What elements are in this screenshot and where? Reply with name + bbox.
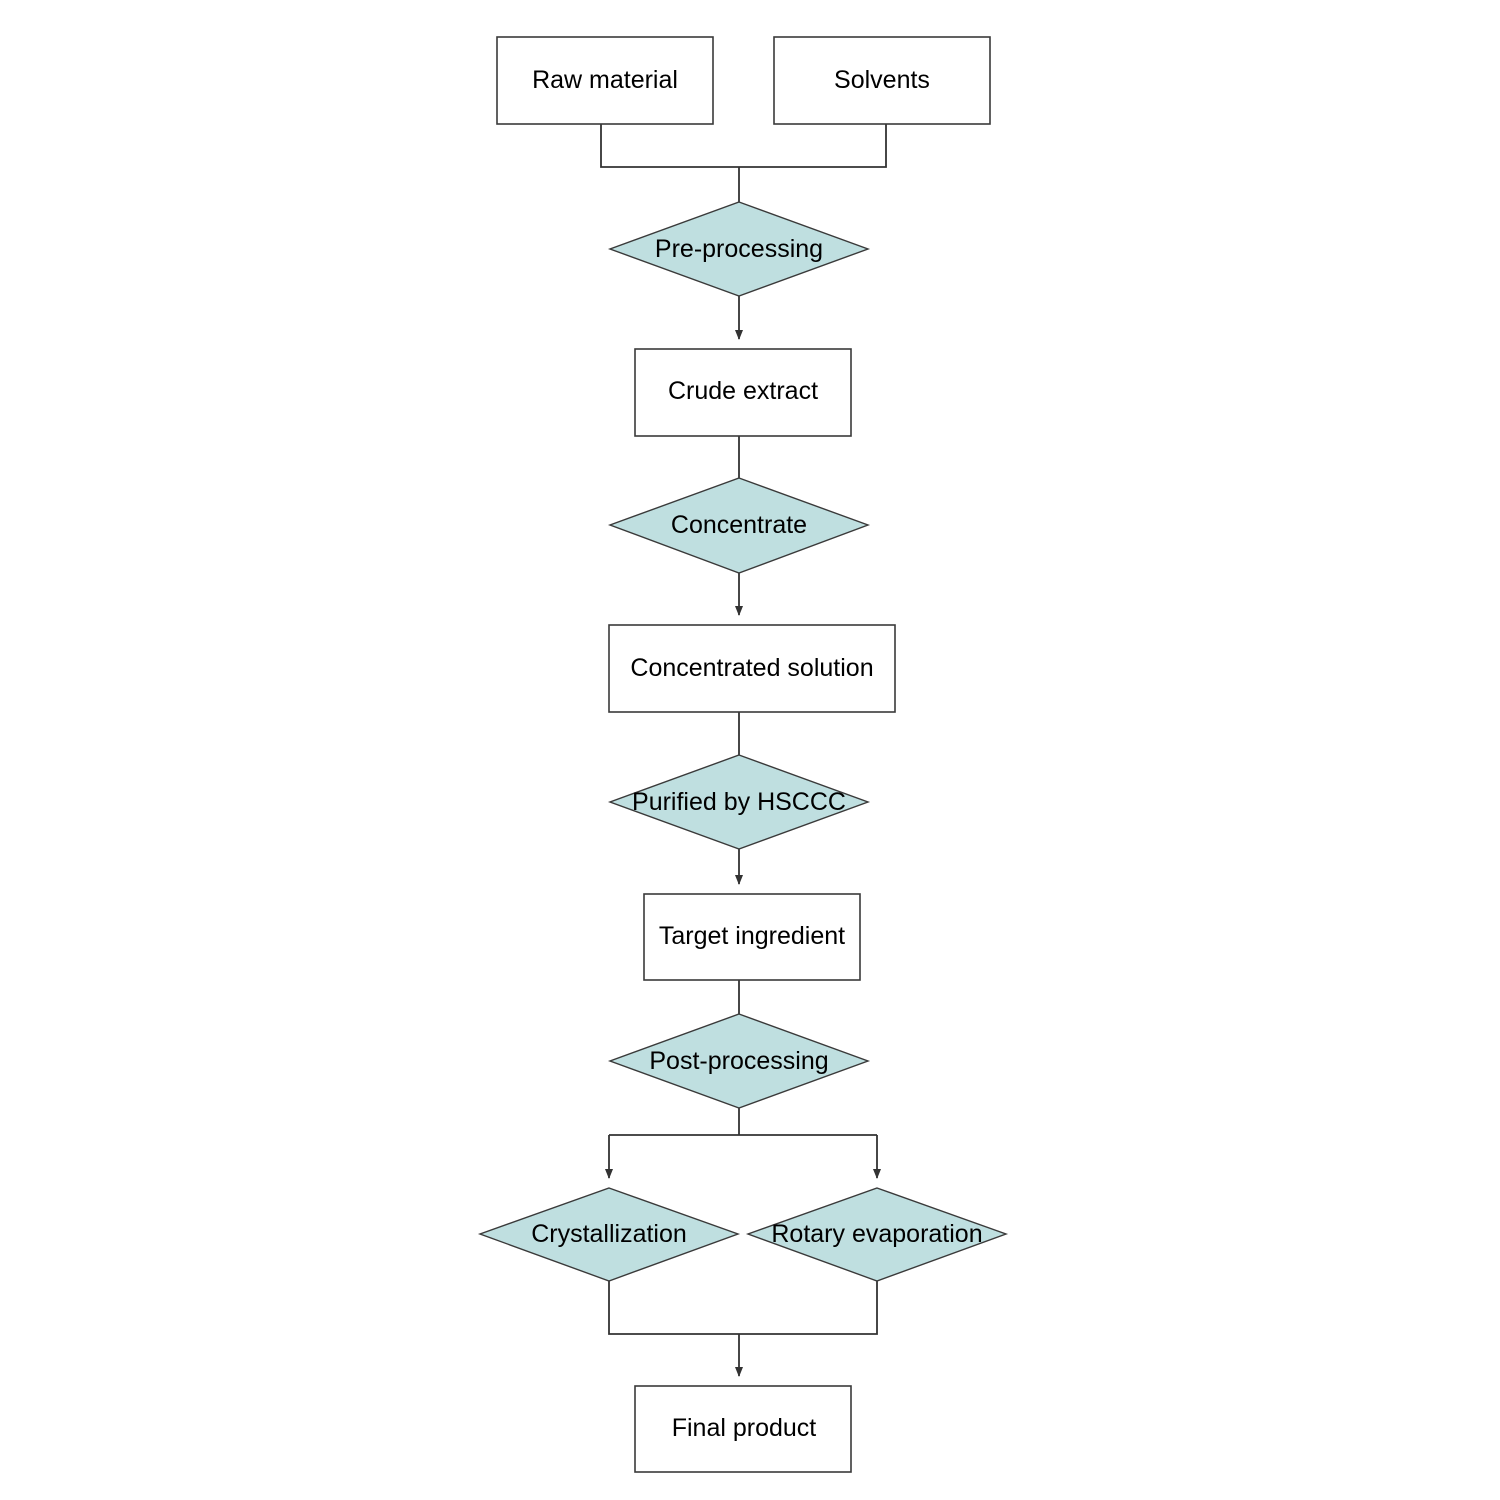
concentrate-diamond bbox=[607, 477, 871, 574]
node-solvents: Solvents bbox=[773, 36, 991, 125]
solvents-box bbox=[773, 36, 991, 125]
rotary-evaporation-diamond bbox=[745, 1187, 1009, 1282]
purified-by-hsccc-diamond bbox=[607, 754, 871, 850]
connectors bbox=[600, 124, 887, 1377]
crystallization-label: Crystallization bbox=[531, 1220, 687, 1248]
node-crystallization: Crystallization bbox=[477, 1187, 741, 1282]
node-raw-material: Raw material bbox=[496, 36, 714, 125]
node-purified-by-hsccc: Purified by HSCCC bbox=[607, 754, 871, 850]
post-processing-diamond bbox=[607, 1013, 871, 1109]
node-target-ingredient: Target ingredient bbox=[643, 893, 861, 981]
node-rotary-evaporation: Rotary evaporation bbox=[745, 1187, 1009, 1282]
rotary-evaporation-label: Rotary evaporation bbox=[771, 1220, 982, 1248]
concentrate-label: Concentrate bbox=[671, 511, 807, 539]
node-final-product: Final product bbox=[634, 1385, 852, 1473]
concentrated-solution-label: Concentrated solution bbox=[630, 654, 873, 682]
pre-processing-diamond bbox=[607, 201, 871, 297]
raw-material-label: Raw material bbox=[532, 66, 678, 94]
solvents-label: Solvents bbox=[834, 66, 930, 94]
node-crude-extract: Crude extract bbox=[634, 348, 852, 437]
connector-merge-outputs bbox=[608, 1281, 878, 1335]
node-concentrate: Concentrate bbox=[607, 477, 871, 574]
node-pre-processing: Pre-processing bbox=[607, 201, 871, 297]
crude-extract-label: Crude extract bbox=[668, 377, 818, 405]
target-ingredient-label: Target ingredient bbox=[659, 922, 845, 950]
final-product-label: Final product bbox=[672, 1414, 817, 1442]
crystallization-diamond bbox=[477, 1187, 741, 1282]
purified-by-hsccc-label: Purified by HSCCC bbox=[632, 788, 846, 816]
crude-extract-box bbox=[634, 348, 852, 437]
concentrated-solution-box bbox=[608, 624, 896, 713]
node-post-processing: Post-processing bbox=[607, 1013, 871, 1109]
target-ingredient-box bbox=[643, 893, 861, 981]
raw-material-box bbox=[496, 36, 714, 125]
connector-inputs-merge bbox=[600, 124, 887, 168]
final-product-box bbox=[634, 1385, 852, 1473]
node-concentrated-solution: Concentrated solution bbox=[608, 624, 896, 713]
pre-processing-label: Pre-processing bbox=[655, 235, 823, 263]
post-processing-label: Post-processing bbox=[649, 1047, 828, 1075]
